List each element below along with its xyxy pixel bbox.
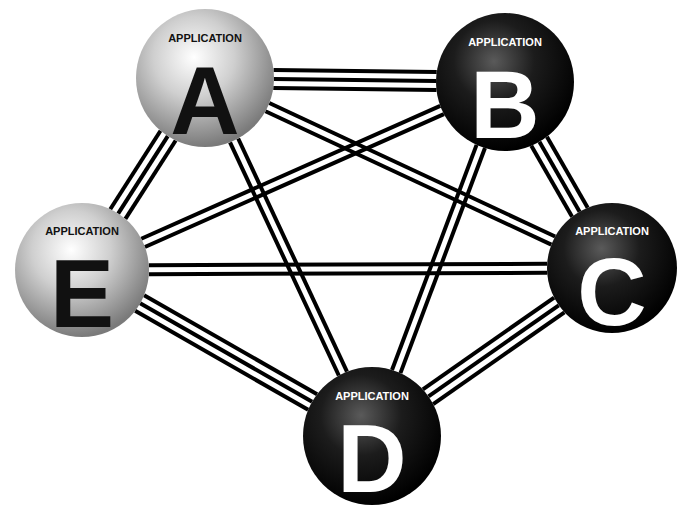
- connector-line: [149, 273, 547, 275]
- connector-line: [274, 79, 436, 81]
- connector-line: [118, 136, 168, 213]
- connector-line: [140, 303, 312, 401]
- connector-line: [547, 137, 588, 208]
- connector-line: [110, 131, 160, 209]
- connector-line: [392, 145, 477, 370]
- connector-line: [433, 312, 564, 404]
- node-letter: A: [170, 47, 239, 154]
- application-sphere: APPLICATIONB: [435, 12, 575, 152]
- connector-line: [273, 88, 436, 90]
- application-sphere: APPLICATIOND: [302, 366, 442, 506]
- application-label: APPLICATION: [45, 225, 119, 237]
- application-label: APPLICATION: [468, 36, 542, 48]
- connector-line: [274, 70, 437, 72]
- application-label: APPLICATION: [575, 225, 649, 237]
- application-label: APPLICATION: [168, 32, 242, 44]
- connector-line: [149, 264, 547, 266]
- node-letter: C: [577, 238, 646, 345]
- connector-line: [125, 140, 175, 218]
- application-sphere: APPLICATIONC: [546, 202, 678, 334]
- node-letter: D: [337, 405, 406, 512]
- connector-line: [429, 305, 559, 396]
- connector-line: [539, 142, 579, 212]
- application-sphere: APPLICATIONA: [135, 8, 275, 148]
- application-sphere: APPLICATIONE: [14, 202, 150, 338]
- application-label: APPLICATION: [335, 390, 409, 402]
- connector-line: [135, 311, 308, 410]
- connector-line: [423, 298, 554, 390]
- node-letter: E: [50, 240, 114, 347]
- connector-line: [144, 295, 317, 394]
- node-letter: B: [470, 51, 539, 158]
- connector-line: [400, 148, 485, 373]
